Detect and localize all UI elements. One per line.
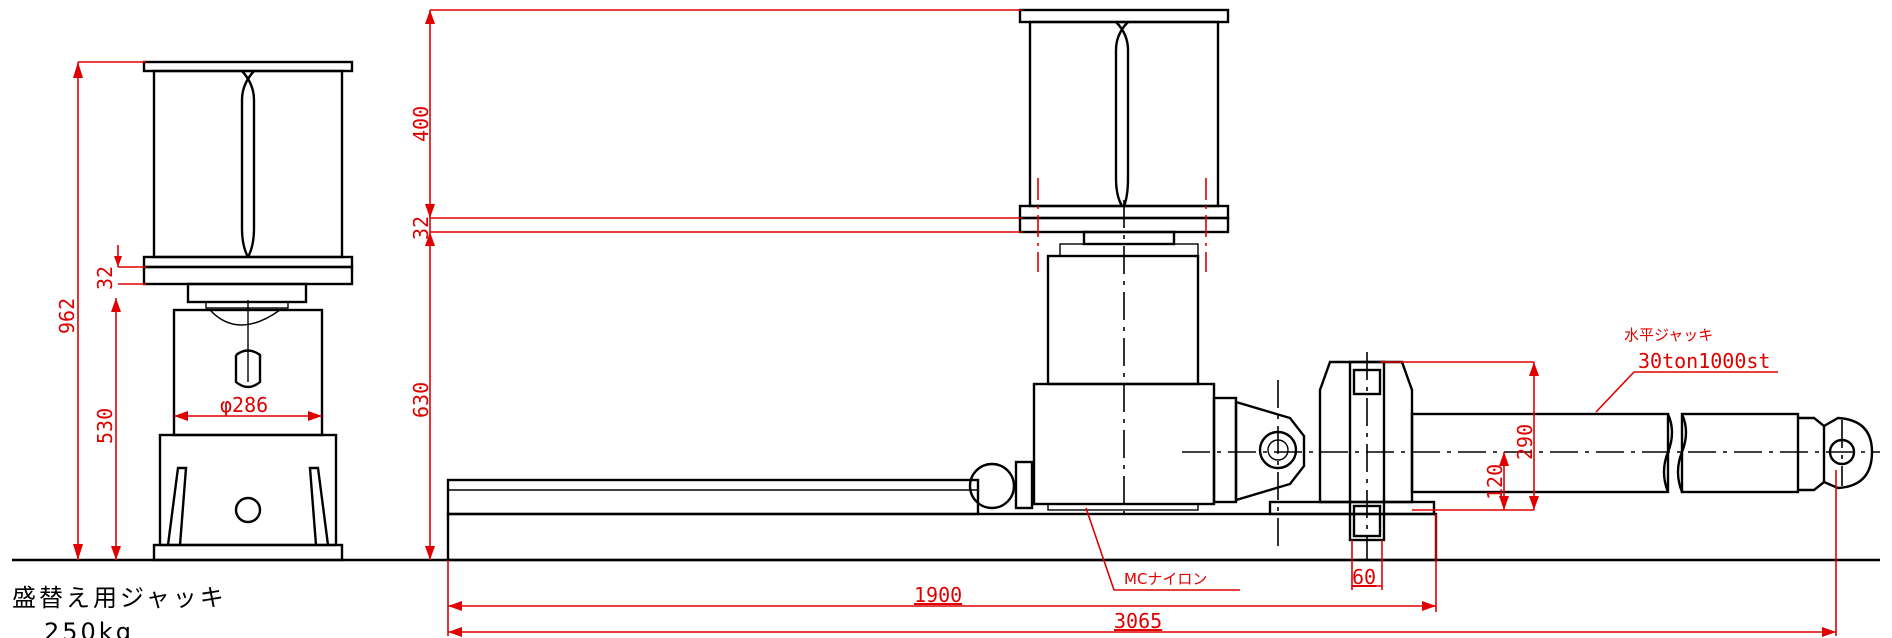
dim-1900: 1900 bbox=[914, 583, 962, 607]
left-jack-assembly: 962 32 530 φ286 bbox=[55, 60, 354, 562]
hjack-end-cap bbox=[1798, 416, 1826, 492]
mid-nylon-pad bbox=[1047, 503, 1199, 511]
left-base-rib-right bbox=[308, 466, 330, 546]
hjack-cylinder-right bbox=[1680, 412, 1800, 494]
mid-beam-top-flange bbox=[1018, 8, 1230, 24]
left-jack-base bbox=[158, 433, 338, 547]
left-jack-height-dim: 530 bbox=[93, 408, 117, 444]
caption-subtitle: 250kg bbox=[44, 618, 134, 638]
left-beam-web bbox=[240, 70, 256, 258]
left-jack-foot bbox=[152, 543, 344, 562]
left-beam-top-flange bbox=[142, 60, 354, 73]
left-beam-body bbox=[152, 69, 344, 259]
mid-beam-web bbox=[1114, 21, 1130, 207]
left-total-height-dim: 962 bbox=[55, 298, 79, 334]
clevis-block bbox=[1212, 396, 1238, 504]
left-jack-head bbox=[186, 282, 308, 304]
hjack-cylinder-left bbox=[1410, 412, 1670, 494]
mid-jack-collar bbox=[1059, 243, 1199, 257]
left-jack-handle-arc bbox=[209, 309, 281, 326]
hjack-290-dim: 290 bbox=[1513, 424, 1537, 460]
left-jack-collar bbox=[205, 301, 289, 309]
mid-stopper-knob bbox=[968, 462, 1016, 510]
left-beam-bottom-flange bbox=[142, 255, 354, 269]
hjack-spec-label: 30ton1000st bbox=[1638, 349, 1770, 373]
bracket-foot bbox=[1268, 500, 1436, 516]
dim-60: 60 bbox=[1352, 565, 1376, 589]
left-base-hole bbox=[234, 496, 262, 524]
clevis-plate bbox=[1234, 400, 1306, 502]
left-base-rib-left bbox=[166, 466, 188, 546]
mid-plate-dim: 32 bbox=[409, 216, 433, 240]
left-jack-handle-slot bbox=[234, 349, 262, 389]
left-beam-plate bbox=[142, 265, 354, 286]
bottom-dimensions: 60 1900 3065 bbox=[447, 470, 1837, 637]
mid-rail-base bbox=[446, 512, 1438, 562]
left-plate-dim: 32 bbox=[93, 266, 117, 290]
nylon-label: MCナイロン bbox=[1124, 570, 1207, 588]
dim-3065: 3065 bbox=[1114, 609, 1162, 633]
mid-beam-height-dim: 400 bbox=[409, 106, 433, 142]
mid-stopper-block bbox=[1014, 460, 1034, 510]
mid-beam-body bbox=[1028, 20, 1220, 208]
caption-title: 盛替え用ジャッキ bbox=[12, 584, 227, 612]
hjack-title-label: 水平ジャッキ bbox=[1624, 326, 1713, 344]
mid-jack-cylinder bbox=[1046, 254, 1200, 386]
mid-jack-height-dim: 630 bbox=[409, 382, 433, 418]
left-diameter-dim: φ286 bbox=[220, 393, 268, 417]
horizontal-jack-assembly: 水平ジャッキ 30ton1000st 290 120 bbox=[1182, 326, 1880, 560]
bracket-body bbox=[1318, 360, 1414, 504]
mid-jack-head bbox=[1082, 230, 1176, 246]
mid-rail-top bbox=[446, 478, 980, 516]
hjack-120-dim: 120 bbox=[1483, 464, 1507, 500]
